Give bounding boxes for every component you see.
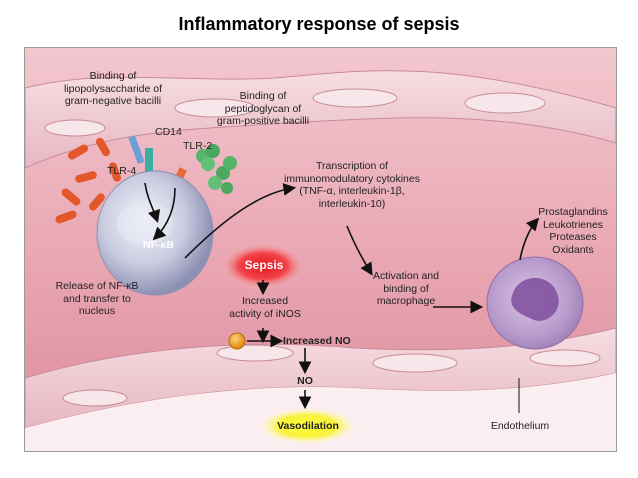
label-nfkb: NF-κB bbox=[143, 239, 174, 251]
cd14-receptor bbox=[128, 135, 145, 165]
inos-enzyme bbox=[228, 332, 246, 350]
label-tlr2: TLR-2 bbox=[183, 140, 213, 152]
diagram-title: Inflammatory response of sepsis bbox=[178, 14, 460, 34]
label-vasodilation: Vasodilation bbox=[277, 420, 339, 432]
label-tlr4: TLR-4 bbox=[107, 165, 137, 177]
label-no: NO bbox=[297, 375, 313, 387]
vasodilation-glow bbox=[259, 408, 355, 444]
label-sepsis: Sepsis bbox=[244, 258, 284, 272]
sepsis-glow bbox=[219, 242, 307, 290]
label-cd14: CD14 bbox=[155, 126, 182, 138]
tlr4-receptor bbox=[145, 148, 153, 178]
gram-positive-bacilli bbox=[196, 144, 237, 194]
label-endothelium: Endothelium bbox=[490, 420, 550, 432]
label-increased-no: Increased NO bbox=[283, 335, 351, 347]
vessel-illustration bbox=[25, 48, 616, 451]
gram-negative-bacilli bbox=[55, 137, 122, 224]
